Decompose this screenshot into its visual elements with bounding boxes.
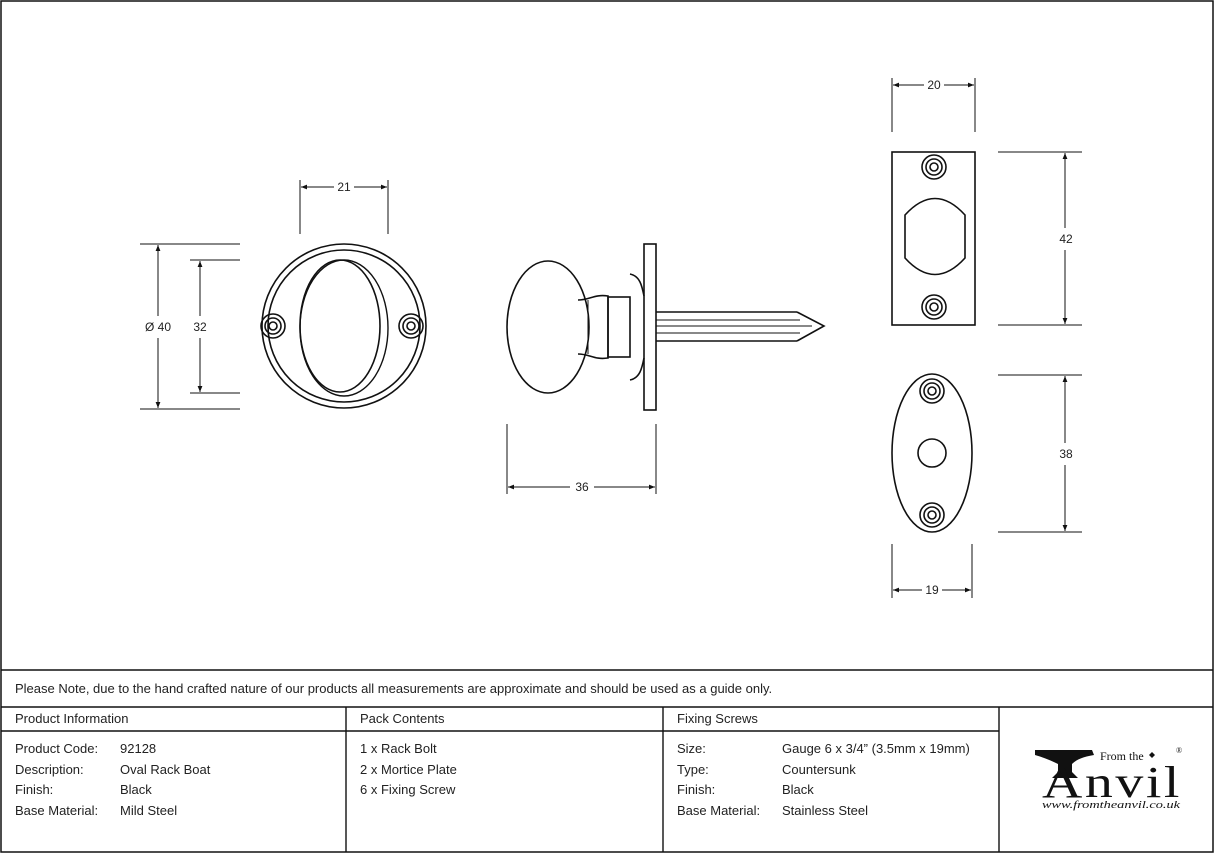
description-value: Oval Rack Boat bbox=[120, 762, 211, 777]
from-the-anvil-logo: From the ® Anvil www.fromtheanvil.co.uk bbox=[1035, 746, 1182, 811]
plate-height-label: 42 bbox=[1059, 232, 1073, 246]
pack-item: 6 x Fixing Screw bbox=[360, 782, 456, 797]
screw-type-value: Countersunk bbox=[782, 762, 856, 777]
logo-anvil: Anvil bbox=[1042, 758, 1182, 807]
screw-hole-right bbox=[398, 313, 424, 339]
screw-size-label: Size: bbox=[677, 741, 706, 756]
finish-value: Black bbox=[120, 782, 152, 797]
screw-type-label: Type: bbox=[677, 762, 709, 777]
screw-size-value: Gauge 6 x 3/4” (3.5mm x 19mm) bbox=[782, 741, 970, 756]
pack-contents-heading: Pack Contents bbox=[360, 711, 445, 726]
disclaimer-note: Please Note, due to the hand crafted nat… bbox=[15, 681, 772, 696]
rose-diameter-label: Ø 40 bbox=[145, 320, 171, 334]
fixing-screws-heading: Fixing Screws bbox=[677, 711, 758, 726]
rose-width-label: 21 bbox=[337, 180, 351, 194]
plate-dimensions bbox=[891, 78, 1082, 326]
logo-from-the: From the bbox=[1100, 749, 1144, 763]
bolt-dimensions bbox=[506, 424, 657, 494]
finish-label: Finish: bbox=[15, 782, 53, 797]
screw-finish-value: Black bbox=[782, 782, 814, 797]
product-information-heading: Product Information bbox=[15, 711, 128, 726]
mortice-plate-rect bbox=[891, 151, 976, 326]
screw-finish-label: Finish: bbox=[677, 782, 715, 797]
description-label: Description: bbox=[15, 762, 84, 777]
pack-item: 1 x Rack Bolt bbox=[360, 741, 437, 756]
rose-dimensions bbox=[140, 180, 389, 410]
bolt-length-label: 36 bbox=[575, 480, 589, 494]
anvil-icon bbox=[1035, 750, 1094, 778]
product-code-label: Product Code: bbox=[15, 741, 98, 756]
oval-plate-width-label: 19 bbox=[925, 583, 939, 597]
logo-url: www.fromtheanvil.co.uk bbox=[1042, 800, 1181, 811]
oval-plate-dimensions bbox=[891, 374, 1082, 598]
screw-material-value: Stainless Steel bbox=[782, 803, 868, 818]
product-code-value: 92128 bbox=[120, 741, 156, 756]
pack-item: 2 x Mortice Plate bbox=[360, 762, 457, 777]
rose-inner-height-label: 32 bbox=[193, 320, 207, 334]
base-material-label: Base Material: bbox=[15, 803, 98, 818]
rose-front-view bbox=[260, 243, 427, 409]
base-material-value: Mild Steel bbox=[120, 803, 177, 818]
oval-plate bbox=[891, 373, 973, 533]
info-table-lines bbox=[1, 669, 1213, 852]
knob-side-view bbox=[506, 243, 826, 411]
plate-width-label: 20 bbox=[927, 78, 941, 92]
logo-registered: ® bbox=[1176, 746, 1182, 755]
screw-hole-left bbox=[260, 313, 286, 339]
screw-material-label: Base Material: bbox=[677, 803, 760, 818]
oval-plate-height-label: 38 bbox=[1059, 447, 1073, 461]
